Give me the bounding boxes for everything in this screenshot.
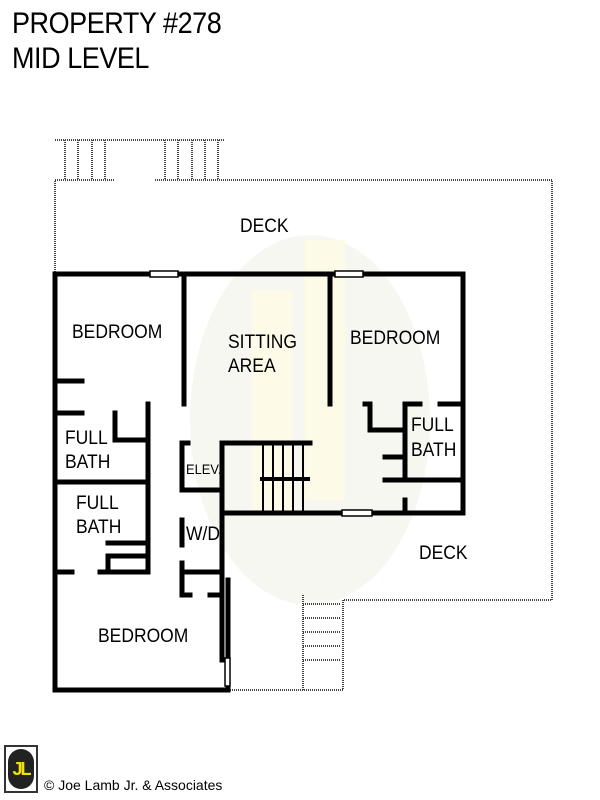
- room-label-sitting: SITTING: [228, 332, 297, 353]
- room-label-deck: DECK: [419, 543, 468, 564]
- copyright-text: © Joe Lamb Jr. & Associates: [44, 777, 223, 793]
- property-title: PROPERTY #278: [12, 7, 222, 40]
- room-label-deck: DECK: [240, 216, 289, 237]
- room-label-full: FULL: [65, 428, 108, 449]
- room-label-bath: BATH: [76, 517, 122, 538]
- room-label-bath: BATH: [65, 452, 111, 473]
- room-label-area: AREA: [228, 356, 276, 377]
- jl-logo-icon: JL: [4, 745, 38, 793]
- room-label-bath: BATH: [411, 440, 457, 461]
- room-label-full: FULL: [411, 415, 454, 436]
- stairs-icon: [260, 443, 310, 513]
- room-label-elevator: ELEV.: [186, 461, 222, 477]
- room-label-wd: W/D: [186, 524, 220, 545]
- deck-outline: [54, 139, 553, 691]
- windows: [149, 270, 373, 687]
- room-label-full: FULL: [76, 493, 119, 514]
- room-label-bedroom: BEDROOM: [72, 322, 163, 343]
- footer: JL © Joe Lamb Jr. & Associates: [4, 745, 222, 793]
- room-label-bedroom: BEDROOM: [350, 328, 441, 349]
- room-label-bedroom: BEDROOM: [98, 626, 189, 647]
- watermark-logo-icon: [190, 235, 430, 605]
- level-title: MID LEVEL: [12, 42, 150, 75]
